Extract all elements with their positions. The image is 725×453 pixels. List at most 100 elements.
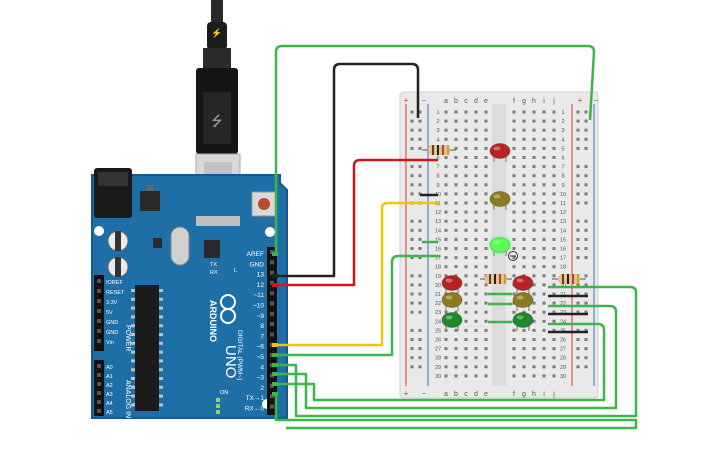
bb-hole[interactable] (444, 228, 448, 232)
header-pin[interactable] (97, 329, 101, 333)
rail-hole[interactable] (418, 110, 422, 114)
bb-hole[interactable] (464, 210, 468, 214)
bb-hole[interactable] (522, 128, 526, 132)
rail-hole[interactable] (410, 128, 414, 132)
bb-hole[interactable] (532, 192, 536, 196)
bb-hole[interactable] (522, 137, 526, 141)
bb-hole[interactable] (474, 374, 478, 378)
bb-hole[interactable] (474, 365, 478, 369)
bb-hole[interactable] (464, 374, 468, 378)
bb-hole[interactable] (454, 174, 458, 178)
bb-hole[interactable] (532, 174, 536, 178)
bb-hole[interactable] (512, 310, 516, 314)
bb-hole[interactable] (484, 328, 488, 332)
bb-hole[interactable] (532, 365, 536, 369)
bb-hole[interactable] (484, 119, 488, 123)
bb-hole[interactable] (444, 174, 448, 178)
bb-hole[interactable] (532, 219, 536, 223)
bb-hole[interactable] (532, 301, 536, 305)
bb-hole[interactable] (484, 247, 488, 250)
bb-hole[interactable] (474, 137, 478, 141)
bb-hole[interactable] (454, 165, 458, 169)
bb-hole[interactable] (474, 256, 478, 260)
bb-hole[interactable] (474, 165, 478, 169)
rail-hole[interactable] (418, 347, 422, 351)
bb-hole[interactable] (454, 347, 458, 351)
bb-hole[interactable] (474, 201, 478, 205)
rail-hole[interactable] (410, 146, 414, 150)
bb-hole[interactable] (532, 292, 536, 296)
bb-hole[interactable] (484, 347, 488, 351)
header-pin[interactable] (97, 319, 101, 323)
bb-hole[interactable] (474, 156, 478, 159)
rail-hole[interactable] (584, 283, 588, 287)
rail-hole[interactable] (410, 183, 414, 187)
rail-hole[interactable] (418, 128, 422, 132)
bb-hole[interactable] (474, 219, 478, 223)
rail-hole[interactable] (410, 328, 414, 332)
bb-hole[interactable] (454, 219, 458, 223)
bb-hole[interactable] (444, 165, 448, 169)
bb-hole[interactable] (454, 274, 458, 278)
bb-hole[interactable] (464, 201, 468, 205)
bb-hole[interactable] (474, 347, 478, 351)
header-pin[interactable] (97, 409, 101, 413)
bb-hole[interactable] (512, 247, 516, 250)
bb-hole[interactable] (522, 328, 526, 332)
bb-hole[interactable] (474, 128, 478, 132)
bb-hole[interactable] (542, 347, 546, 351)
bb-hole[interactable] (552, 301, 556, 305)
bb-hole[interactable] (484, 319, 488, 323)
bb-hole[interactable] (444, 210, 448, 214)
rail-hole[interactable] (418, 228, 422, 232)
rail-hole[interactable] (584, 165, 588, 169)
bb-hole[interactable] (532, 137, 536, 141)
bb-hole[interactable] (532, 210, 536, 214)
rail-hole[interactable] (410, 119, 414, 123)
bb-hole[interactable] (474, 310, 478, 314)
bb-hole[interactable] (552, 174, 556, 178)
bb-hole[interactable] (542, 265, 546, 269)
led-bottom-left-red[interactable] (441, 275, 463, 295)
bb-hole[interactable] (484, 201, 488, 205)
bb-hole[interactable] (542, 274, 546, 278)
rail-hole[interactable] (576, 174, 580, 178)
header-pin[interactable] (97, 364, 101, 368)
bb-hole[interactable] (454, 328, 458, 332)
rail-hole[interactable] (584, 192, 588, 196)
bb-hole[interactable] (532, 374, 536, 378)
header-pin[interactable] (270, 270, 274, 275)
bb-hole[interactable] (454, 183, 458, 187)
bb-hole[interactable] (474, 301, 478, 305)
bb-hole[interactable] (484, 310, 488, 314)
bb-hole[interactable] (454, 374, 458, 378)
bb-hole[interactable] (542, 146, 546, 150)
rail-hole[interactable] (410, 219, 414, 223)
rail-hole[interactable] (584, 274, 588, 278)
bb-hole[interactable] (464, 237, 468, 241)
header-pin[interactable] (97, 382, 101, 386)
bb-hole[interactable] (444, 183, 448, 187)
bb-hole[interactable] (522, 374, 526, 378)
bb-hole[interactable] (552, 119, 556, 123)
rail-hole[interactable] (584, 365, 588, 369)
rail-hole[interactable] (584, 237, 588, 241)
rail-hole[interactable] (418, 137, 422, 141)
bb-hole[interactable] (464, 319, 468, 323)
bb-hole[interactable] (474, 174, 478, 178)
rail-hole[interactable] (418, 301, 422, 305)
rail-hole[interactable] (584, 183, 588, 187)
bb-hole[interactable] (444, 347, 448, 351)
rail-hole[interactable] (576, 247, 580, 250)
bb-hole[interactable] (532, 274, 536, 278)
bb-hole[interactable] (464, 174, 468, 178)
bb-hole[interactable] (542, 128, 546, 132)
bb-hole[interactable] (522, 210, 526, 214)
rail-hole[interactable] (410, 356, 414, 360)
header-pin[interactable] (97, 391, 101, 395)
rail-hole[interactable] (584, 356, 588, 360)
bb-hole[interactable] (542, 165, 546, 169)
bb-hole[interactable] (552, 256, 556, 260)
rail-hole[interactable] (576, 310, 580, 314)
bb-hole[interactable] (512, 256, 516, 260)
